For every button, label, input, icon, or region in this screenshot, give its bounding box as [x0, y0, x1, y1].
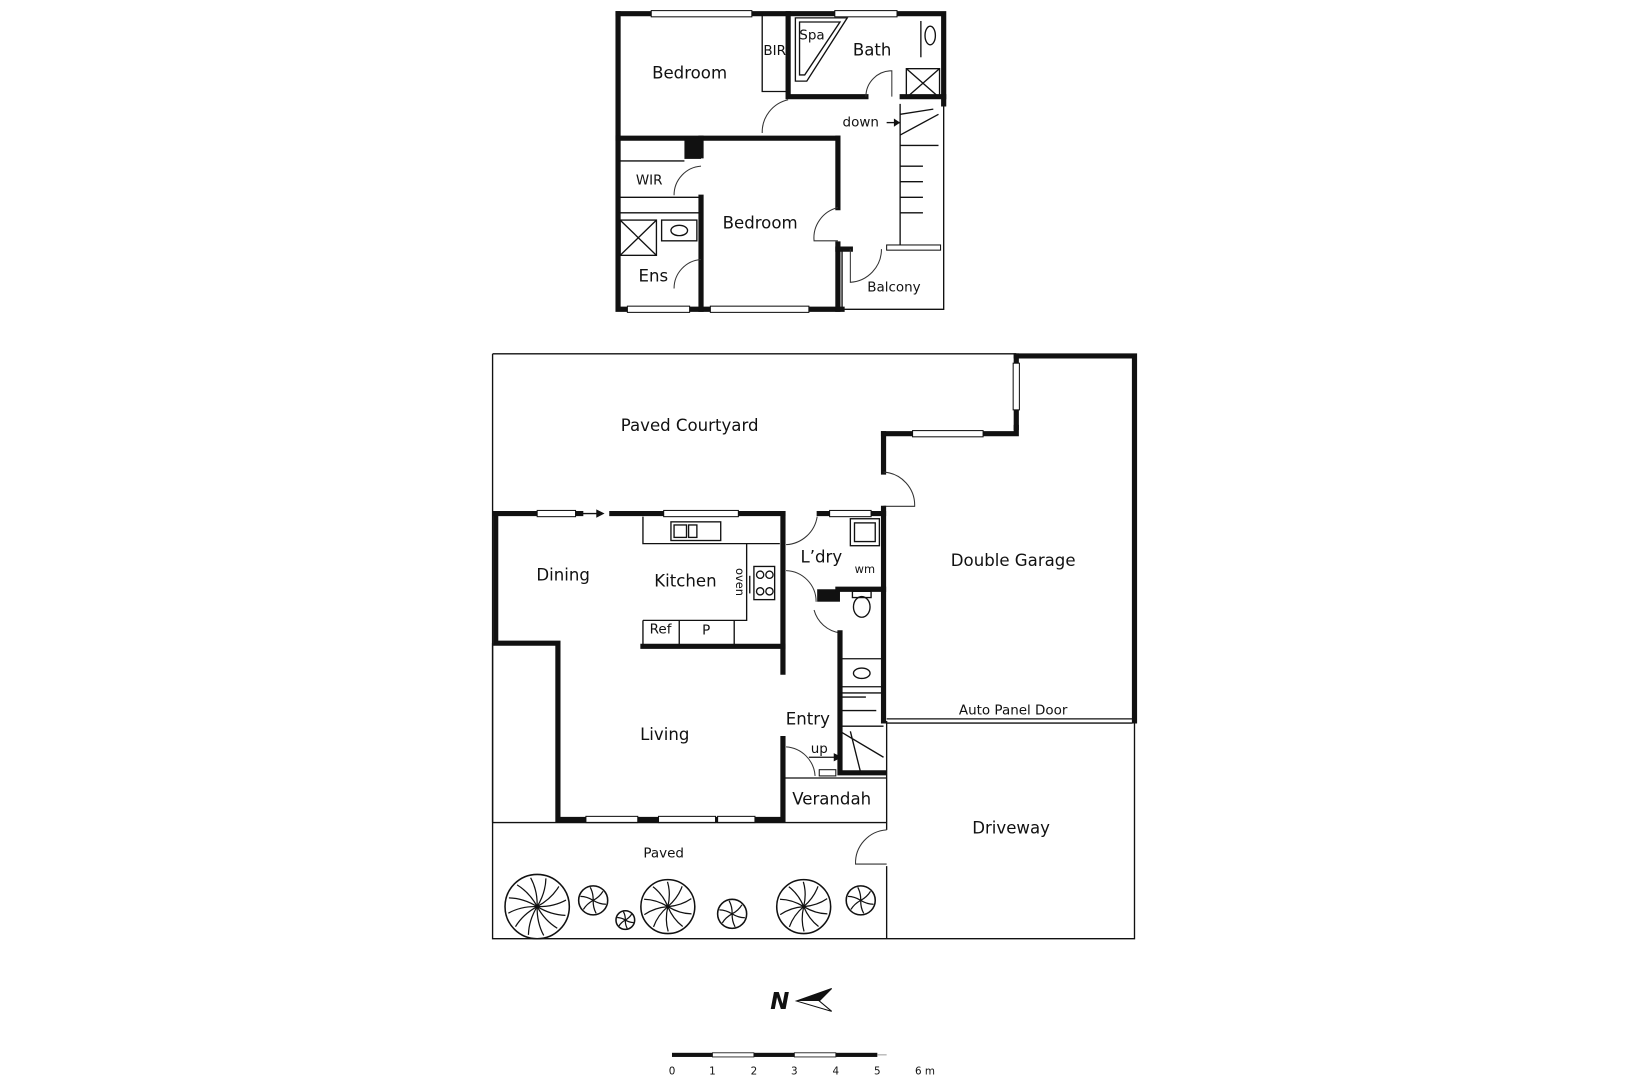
room-label: Double Garage — [951, 551, 1076, 570]
room-label: Balcony — [867, 279, 920, 295]
window — [717, 815, 756, 824]
room-label: BIR — [763, 43, 786, 59]
appliance-label: Ref — [650, 622, 672, 638]
room-label: Bedroom — [652, 63, 727, 82]
spa-bath — [794, 17, 849, 82]
window — [886, 244, 942, 251]
scale-tick: 0 — [669, 1066, 676, 1078]
scale-tick: 4 — [833, 1066, 840, 1078]
appliance-label: P — [702, 623, 710, 639]
ground-floor: Paved Courtyard Dining Kitchen oven Ref … — [491, 353, 1138, 940]
tree-icon — [775, 878, 832, 935]
north-arrow: N — [770, 988, 833, 1015]
room-label: Paved Courtyard — [621, 416, 759, 435]
window — [829, 509, 872, 518]
tree-icon — [615, 909, 636, 931]
basin — [670, 224, 689, 237]
shower — [619, 219, 658, 257]
room-label: Ens — [639, 267, 669, 286]
tree-icon — [577, 885, 609, 916]
window — [912, 430, 984, 438]
basin — [924, 25, 937, 46]
room-label: Living — [640, 725, 689, 744]
room-label: L’dry — [800, 548, 842, 567]
tree-icon — [504, 873, 571, 940]
basin — [852, 667, 871, 680]
scale-tick: 5 — [874, 1066, 881, 1078]
window — [626, 305, 691, 313]
room-label: Spa — [799, 27, 824, 43]
scale-tick: 3 — [791, 1066, 798, 1078]
appliance-label: oven — [733, 568, 747, 596]
tree-icon — [845, 885, 877, 916]
tree-icon — [640, 878, 696, 935]
scale-tick: 6 m — [915, 1066, 935, 1078]
door-label: Auto Panel Door — [959, 703, 1068, 719]
room-label: Entry — [786, 709, 830, 728]
window — [709, 305, 810, 313]
room-label: Dining — [536, 565, 590, 584]
room-label: Verandah — [792, 789, 871, 808]
scale-bar: 0 1 2 3 4 5 6 m — [669, 1052, 935, 1078]
room-label: WIR — [636, 173, 663, 189]
window — [657, 815, 717, 824]
scale-tick: 1 — [709, 1066, 716, 1078]
appliance-label: wm — [855, 562, 875, 576]
stair-label: up — [811, 741, 828, 757]
window — [585, 815, 639, 824]
room-label: Driveway — [972, 818, 1050, 837]
trough — [849, 518, 881, 547]
scale-tick: 2 — [751, 1066, 758, 1078]
garden-trees — [504, 873, 877, 940]
cooktop — [753, 565, 776, 601]
door-swing — [761, 99, 789, 133]
room-label: Bath — [853, 41, 892, 60]
upper-floor: Bedroom BIR Spa Bath down WIR Bedroom En… — [615, 10, 947, 313]
tree-icon — [716, 898, 748, 930]
toilet — [852, 595, 871, 618]
room-label: Kitchen — [654, 571, 716, 590]
sink — [670, 521, 722, 542]
window — [650, 10, 753, 18]
north-label: N — [770, 989, 789, 1015]
window — [536, 509, 577, 518]
auto-panel-door — [886, 718, 1133, 724]
room-label: Bedroom — [723, 214, 798, 233]
shower — [905, 68, 941, 99]
room-label: Paved — [643, 846, 684, 862]
window — [834, 10, 898, 18]
stair-label: down — [843, 115, 879, 131]
window — [663, 509, 739, 518]
